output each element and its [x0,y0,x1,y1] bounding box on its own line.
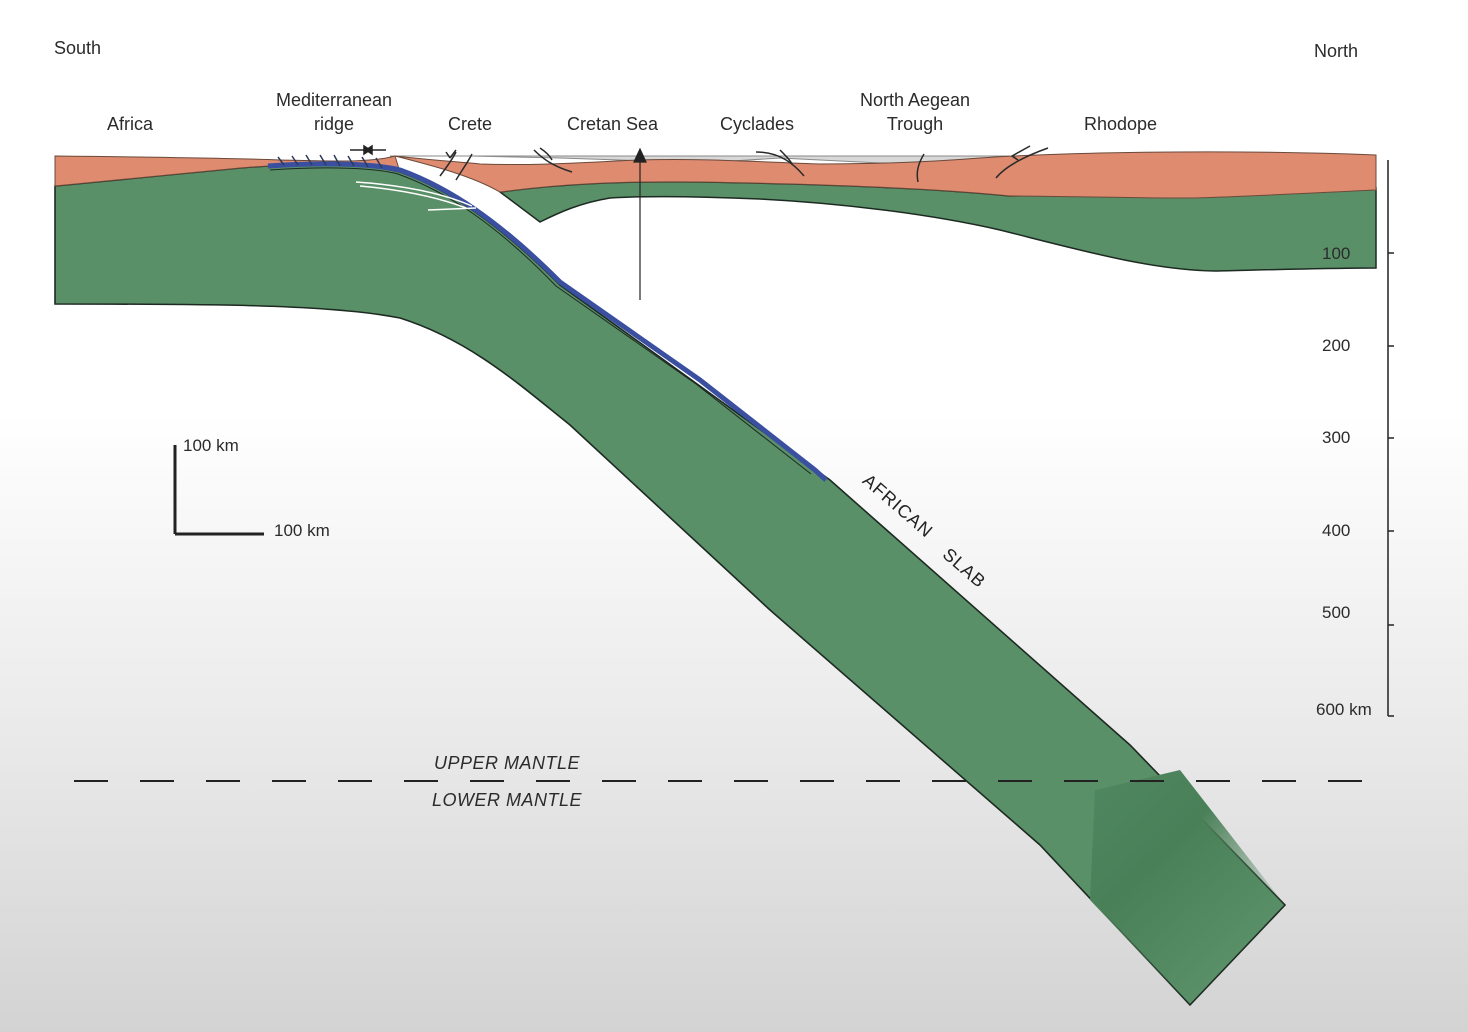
scale-horizontal-label: 100 km [274,521,330,540]
mediterranean-ridge-line1: Mediterranean [275,90,393,110]
north-aegean-trough-label: North Aegean Trough [835,88,995,136]
fault-lines [439,145,1049,183]
rhodope-label: Rhodope [1084,114,1158,134]
scale-bar [173,445,264,536]
depth-tick-label: 100 [1322,244,1351,263]
lower-mantle-label: LOWER MANTLE [432,790,583,810]
north-aegean-trough-line1: North Aegean [859,90,971,110]
africa-label: Africa [107,114,154,134]
depth-tick-label: 400 [1322,521,1351,540]
flow-arrow-icon [355,181,477,211]
subduction-interface [267,161,828,482]
subduction-interface-outline [269,167,812,475]
south-label: South [54,38,102,58]
depth-tick-label: 500 [1322,603,1351,622]
cyclades-label: Cyclades [720,114,795,134]
depth-axis [1387,160,1394,717]
mediterranean-ridge-line2: ridge [313,114,355,134]
scale-vertical-label: 100 km [183,436,239,455]
volcanic-arc-arrow-icon [633,147,647,300]
slab-fade-tip [1090,770,1285,1005]
depth-tick-label: 600 km [1316,700,1372,719]
crete-label: Crete [448,114,493,134]
cretan-sea-label: Cretan Sea [567,114,659,134]
north-label: North [1314,41,1359,61]
upper-mantle-label: UPPER MANTLE [434,753,581,773]
compression-arrows-icon [350,144,386,156]
north-aegean-trough-line2: Trough [886,114,944,134]
depth-tick-label: 200 [1322,336,1351,355]
depth-tick-label: 300 [1322,428,1351,447]
mediterranean-ridge-label: Mediterranean ridge [254,88,414,136]
ridge-ticks [277,154,383,169]
